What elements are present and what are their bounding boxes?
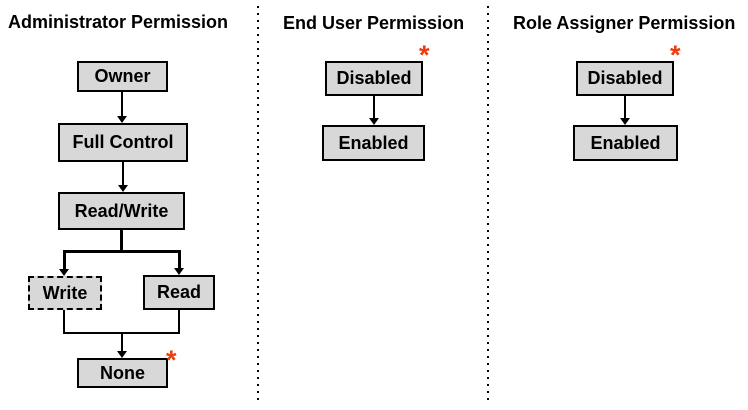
node-enduser-enabled: Enabled: [322, 125, 425, 161]
node-none-label: None: [100, 362, 145, 383]
node-enduser-enabled-label: Enabled: [338, 132, 409, 153]
edge-enduser-disabled-enabled: [373, 96, 375, 119]
node-none: None: [77, 358, 168, 388]
node-enduser-disabled: Disabled: [325, 61, 423, 96]
edge-read-merge: [178, 310, 180, 334]
end-user-permission-title: End User Permission: [283, 13, 465, 33]
arrowhead-icon: [59, 269, 69, 276]
edge-roleassigner-disabled-enabled: [624, 96, 626, 119]
node-roleassigner-disabled: Disabled: [576, 61, 674, 96]
arrowhead-icon: [117, 116, 127, 123]
node-owner: Owner: [77, 61, 168, 92]
arrowhead-icon: [174, 268, 184, 275]
arrowhead-icon: [117, 351, 127, 358]
node-write-label: Write: [42, 282, 88, 303]
node-owner-label: Owner: [94, 66, 151, 86]
node-full-control-label: Full Control: [72, 132, 174, 152]
node-read-write: Read/Write: [58, 192, 185, 230]
node-full-control: Full Control: [58, 123, 188, 162]
required-marker-none: *: [166, 345, 177, 375]
edge-readwrite-read: [178, 250, 181, 269]
branch-bar: [63, 250, 181, 253]
node-roleassigner-enabled-label: Enabled: [590, 132, 661, 153]
edge-readwrite-write: [63, 250, 66, 270]
arrowhead-icon: [620, 118, 630, 125]
required-marker-enduser: *: [419, 40, 430, 70]
edge-owner-fullcontrol: [121, 92, 123, 117]
arrowhead-icon: [369, 118, 379, 125]
required-marker-roleassigner: *: [670, 40, 681, 70]
node-read-label: Read: [156, 282, 201, 302]
arrowhead-icon: [118, 185, 128, 192]
node-read-write-label: Read/Write: [74, 200, 169, 221]
admin-permission-title: Administrator Permission: [8, 12, 229, 32]
column-divider-left: [257, 6, 259, 404]
node-write: Write: [28, 276, 102, 310]
edge-merge-none: [121, 332, 123, 352]
role-assigner-permission-title: Role Assigner Permission: [513, 13, 736, 33]
node-roleassigner-enabled: Enabled: [573, 125, 678, 161]
node-roleassigner-disabled-label: Disabled: [587, 68, 663, 88]
edge-fullcontrol-readwrite: [122, 162, 124, 186]
column-divider-right: [487, 6, 489, 404]
node-enduser-disabled-label: Disabled: [336, 68, 412, 88]
branch-stem: [120, 230, 123, 251]
node-read: Read: [143, 275, 215, 310]
edge-write-merge: [63, 310, 65, 334]
